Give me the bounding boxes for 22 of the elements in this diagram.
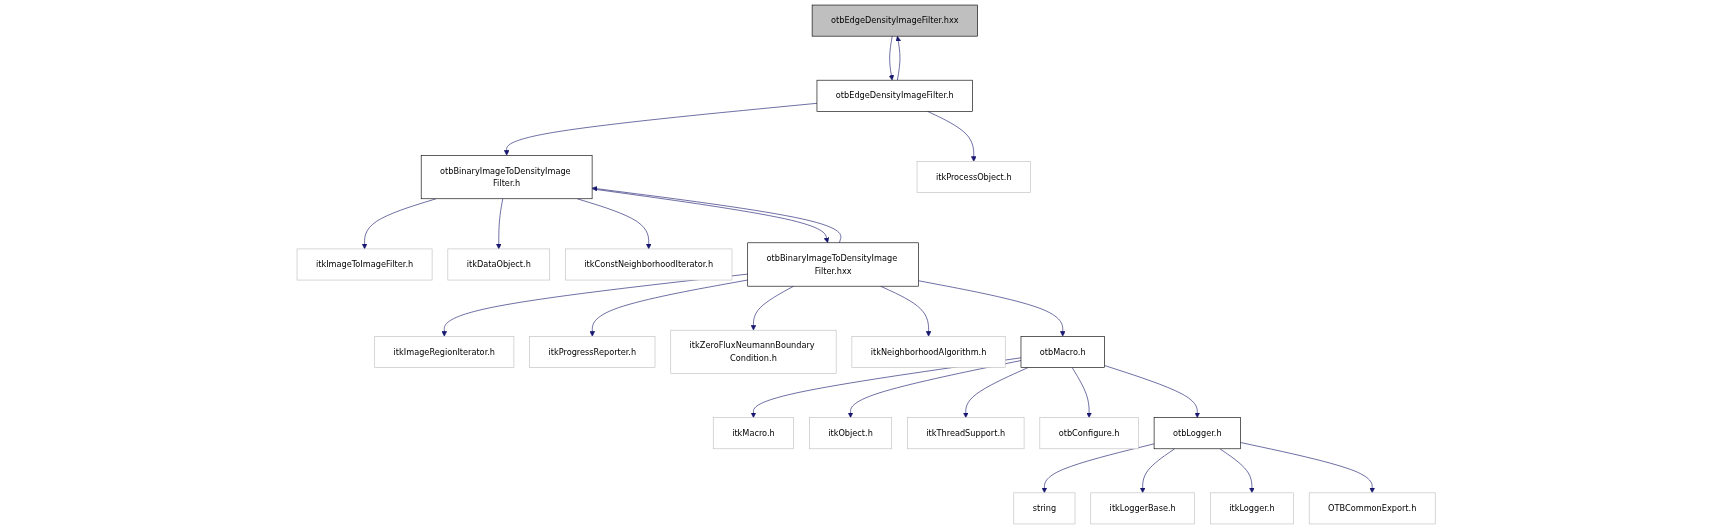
node-box: itkProgressReporter.h [529,336,656,368]
node-box: itkLogger.h [1209,492,1294,525]
node-box: itkZeroFluxNeumannBoundary Condition.h [670,329,837,374]
node-box: itkImageToImageFilter.h [296,248,433,281]
node-box: itkImageRegionIterator.h [374,336,515,368]
node-box: otbEdgeDensityImageFilter.hxx [811,4,978,37]
node-box: OTBCommonExport.h [1308,492,1436,525]
node-box: itkConstNeighborhoodIterator.h [565,248,733,281]
node-box: itkThreadSupport.h [906,417,1025,450]
node-box: itkNeighborhoodAlgorithm.h [851,336,1006,368]
node-box: itkObject.h [808,417,892,450]
node-box: otbConfigure.h [1039,417,1139,450]
node-box: otbMacro.h [1020,336,1105,368]
node-box: otbBinaryImageToDensityImage Filter.h [420,155,593,200]
node-box: itkDataObject.h [447,248,550,281]
node-box: itkLoggerBase.h [1090,492,1195,525]
node-box: otbBinaryImageToDensityImage Filter.hxx [747,242,919,287]
node-box: itkMacro.h [712,417,794,450]
node-box: otbLogger.h [1153,417,1241,450]
node-box: string [1013,492,1076,525]
node-box: otbEdgeDensityImageFilter.h [816,79,973,112]
node-box: itkProcessObject.h [916,161,1031,193]
